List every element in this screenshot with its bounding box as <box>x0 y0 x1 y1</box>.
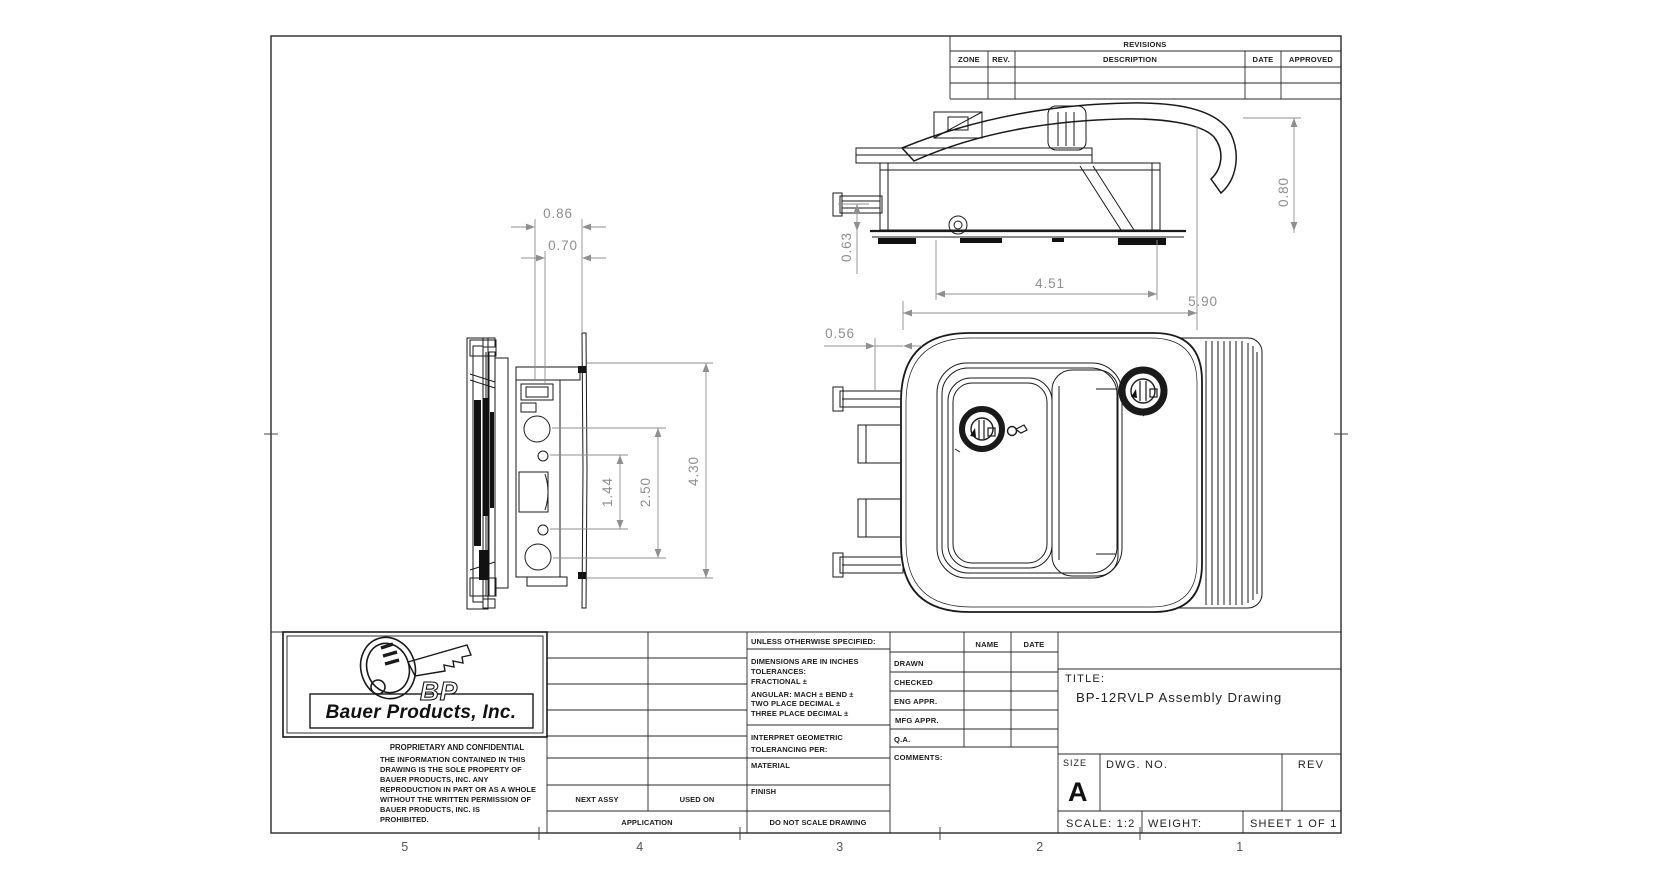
dimension-labels: 0.86 0.70 1.44 2.50 4.30 0.63 4.51 0.80 … <box>543 177 1291 507</box>
application-block: NEXT ASSY USED ON APPLICATION <box>575 795 714 827</box>
revisions-col-zone: ZONE <box>958 55 980 64</box>
application-label: APPLICATION <box>621 818 672 827</box>
tolerance-line: FRACTIONAL ± <box>751 677 807 686</box>
dim-front-width: 5.90 <box>1188 294 1218 309</box>
tolerance-header: UNLESS OTHERWISE SPECIFIED: <box>751 637 876 646</box>
notice-line: BAUER PRODUCTS, INC. IS <box>380 805 480 814</box>
dimension-arrows <box>526 118 1298 578</box>
size-value: A <box>1068 777 1088 807</box>
dim-top-body-width: 4.51 <box>1035 276 1065 291</box>
revisions-col-rev: REV. <box>992 55 1010 64</box>
approvals-comments-label: COMMENTS: <box>894 753 943 762</box>
side-view <box>466 332 588 610</box>
dimension-lines <box>511 117 1301 579</box>
rev-label: REV <box>1298 759 1324 771</box>
tolerancing-per-label: TOLERANCING PER: <box>751 745 827 754</box>
dim-side-overall: 4.30 <box>686 456 701 486</box>
tolerance-line: DIMENSIONS ARE IN INCHES <box>751 657 859 666</box>
zone-ticks <box>264 433 1348 840</box>
revisions-title: REVISIONS <box>1123 40 1166 49</box>
dim-front-offset: 0.56 <box>825 326 855 341</box>
approvals-col-name: NAME <box>975 640 998 649</box>
zone-label-1: 1 <box>1236 840 1243 854</box>
zone-label-5: 5 <box>401 840 408 854</box>
title-block-grid <box>271 631 1341 833</box>
notice-line: BAUER PRODUCTS, INC. ANY <box>380 775 488 784</box>
approvals-row-checked: CHECKED <box>894 678 933 687</box>
top-view <box>832 102 1237 245</box>
approvals-row-mfg-appr: MFG APPR. <box>895 716 939 725</box>
revisions-col-approved: APPROVED <box>1289 55 1334 64</box>
confidential-heading: PROPRIETARY AND CONFIDENTIAL <box>390 743 525 752</box>
tolerance-line: TOLERANCES: <box>751 667 806 676</box>
proprietary-notice: PROPRIETARY AND CONFIDENTIAL THE INFORMA… <box>380 743 536 824</box>
interpret-geometric-label: INTERPRET GEOMETRIC <box>751 733 843 742</box>
revisions-col-date: DATE <box>1253 55 1274 64</box>
dwg-no-label: DWG. NO. <box>1106 759 1168 771</box>
size-label: SIZE <box>1063 758 1087 768</box>
front-view <box>832 332 1263 613</box>
tolerance-block: UNLESS OTHERWISE SPECIFIED: DIMENSIONS A… <box>751 637 876 827</box>
dim-side-top-inner: 0.70 <box>548 238 578 253</box>
tolerance-line: TWO PLACE DECIMAL ± <box>751 699 840 708</box>
notice-line: PROHIBITED. <box>380 815 429 824</box>
notice-line: THE INFORMATION CONTAINED IN THIS <box>380 755 526 764</box>
sheet-value: SHEET 1 OF 1 <box>1250 818 1338 830</box>
do-not-scale-label: DO NOT SCALE DRAWING <box>770 818 867 827</box>
drawing-title: BP-12RVLP Assembly Drawing <box>1076 690 1282 705</box>
notice-line: REPRODUCTION IN PART OR AS A WHOLE <box>380 785 536 794</box>
notice-line: WITHOUT THE WRITTEN PERMISSION OF <box>380 795 531 804</box>
approvals-row-qa: Q.A. <box>894 735 910 744</box>
approvals-table: NAME DATE DRAWN CHECKED ENG APPR. MFG AP… <box>894 640 1044 762</box>
dim-side-top-outer: 0.86 <box>543 206 573 221</box>
approvals-row-eng-appr: ENG APPR. <box>894 697 937 706</box>
used-on-label: USED ON <box>680 795 715 804</box>
dim-side-small-holes: 1.44 <box>600 477 615 507</box>
title-block: TITLE: BP-12RVLP Assembly Drawing SIZE A… <box>1063 673 1338 830</box>
logo-company-name: Bauer Products, Inc. <box>326 702 517 723</box>
revisions-col-description: DESCRIPTION <box>1103 55 1157 64</box>
dim-top-depth: 0.63 <box>839 232 854 262</box>
approvals-col-date: DATE <box>1024 640 1045 649</box>
revisions-table <box>949 36 1341 100</box>
next-assy-label: NEXT ASSY <box>575 795 618 804</box>
zone-label-2: 2 <box>1036 840 1043 854</box>
zone-label-4: 4 <box>636 840 643 854</box>
tolerance-line: ANGULAR: MACH ± BEND ± <box>751 690 854 699</box>
scale-value: SCALE: 1:2 <box>1066 818 1135 830</box>
finish-label: FINISH <box>751 787 776 796</box>
logo-bp-text: BP <box>420 676 458 706</box>
tolerance-line: THREE PLACE DECIMAL ± <box>751 709 848 718</box>
zone-label-3: 3 <box>836 840 843 854</box>
dim-side-large-holes: 2.50 <box>638 477 653 507</box>
approvals-row-drawn: DRAWN <box>894 659 924 668</box>
bauer-key-icon <box>359 636 472 700</box>
dim-top-handle-height: 0.80 <box>1276 177 1291 207</box>
zone-labels: 5 4 3 2 1 <box>401 840 1243 854</box>
weight-label: WEIGHT: <box>1148 818 1202 830</box>
logo-block <box>282 631 548 738</box>
title-label: TITLE: <box>1065 673 1105 685</box>
notice-line: DRAWING IS THE SOLE PROPERTY OF <box>380 765 522 774</box>
material-label: MATERIAL <box>751 761 790 770</box>
